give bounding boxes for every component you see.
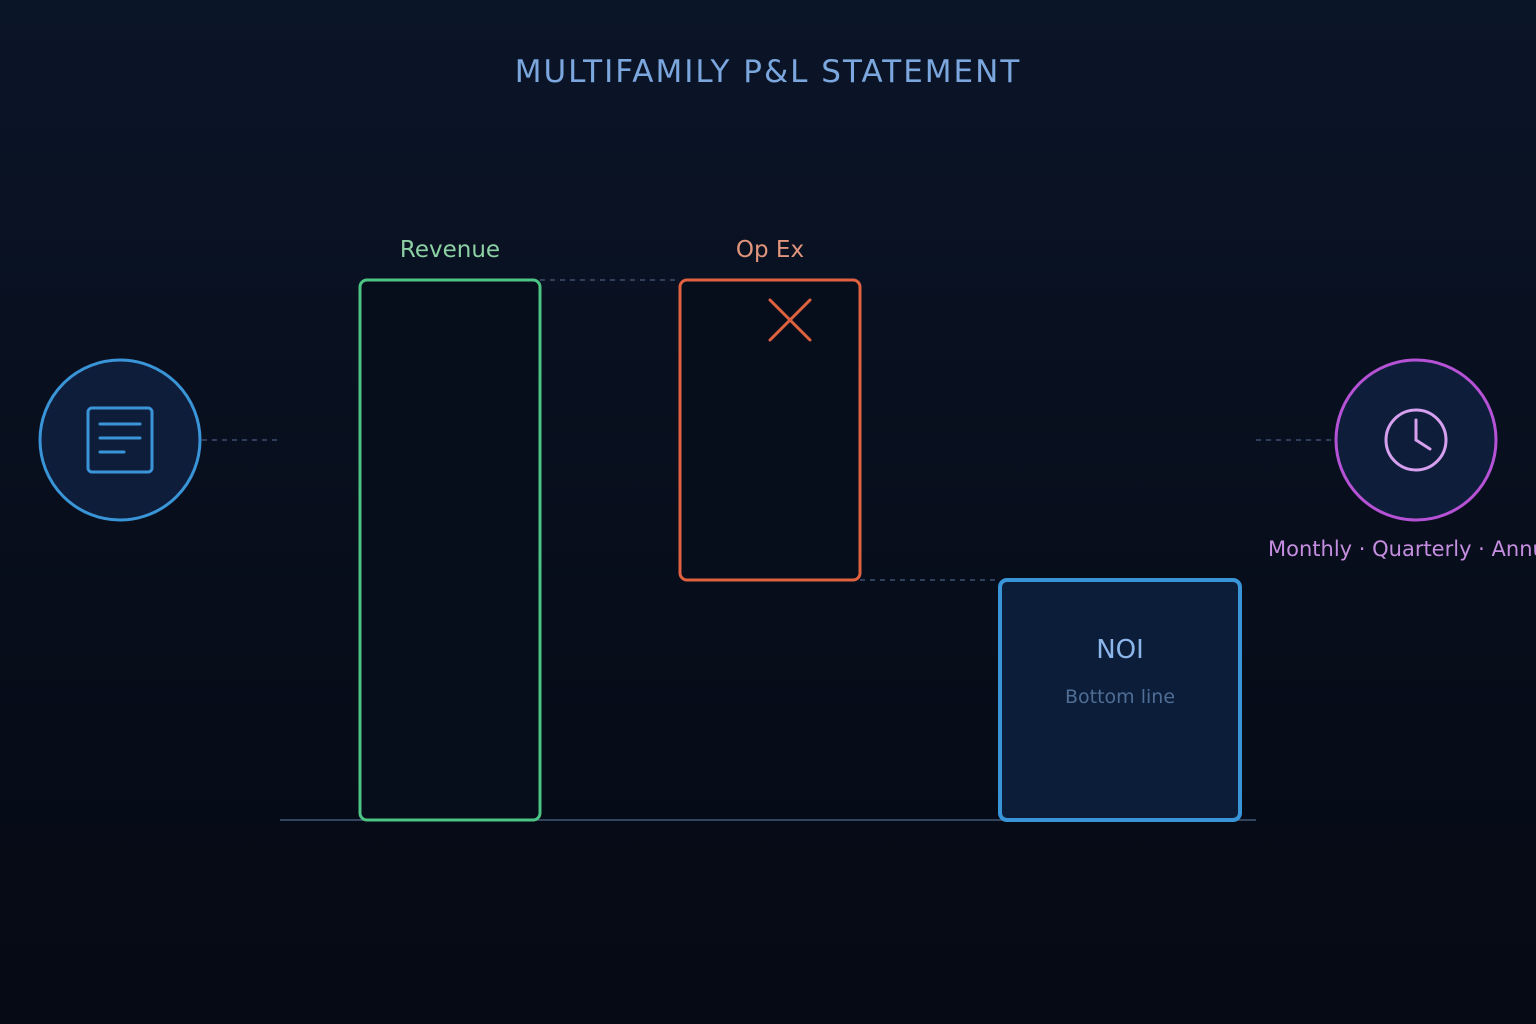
noi-sublabel: Bottom line xyxy=(1064,686,1176,708)
close-icon xyxy=(768,298,812,342)
document-node xyxy=(38,358,202,522)
opex-block xyxy=(678,278,862,582)
opex-label: Op Ex xyxy=(735,237,805,263)
noi-block xyxy=(998,578,1242,822)
document-icon xyxy=(86,406,154,474)
noi-label: NOI xyxy=(1096,635,1144,665)
revenue-label: Revenue xyxy=(399,237,501,263)
page-title: MULTIFAMILY P&L STATEMENT xyxy=(514,54,1022,90)
clock-icon xyxy=(1384,408,1448,472)
revenue-block xyxy=(358,278,542,822)
period-label: Monthly · Quarterly · Annual xyxy=(1268,537,1536,561)
